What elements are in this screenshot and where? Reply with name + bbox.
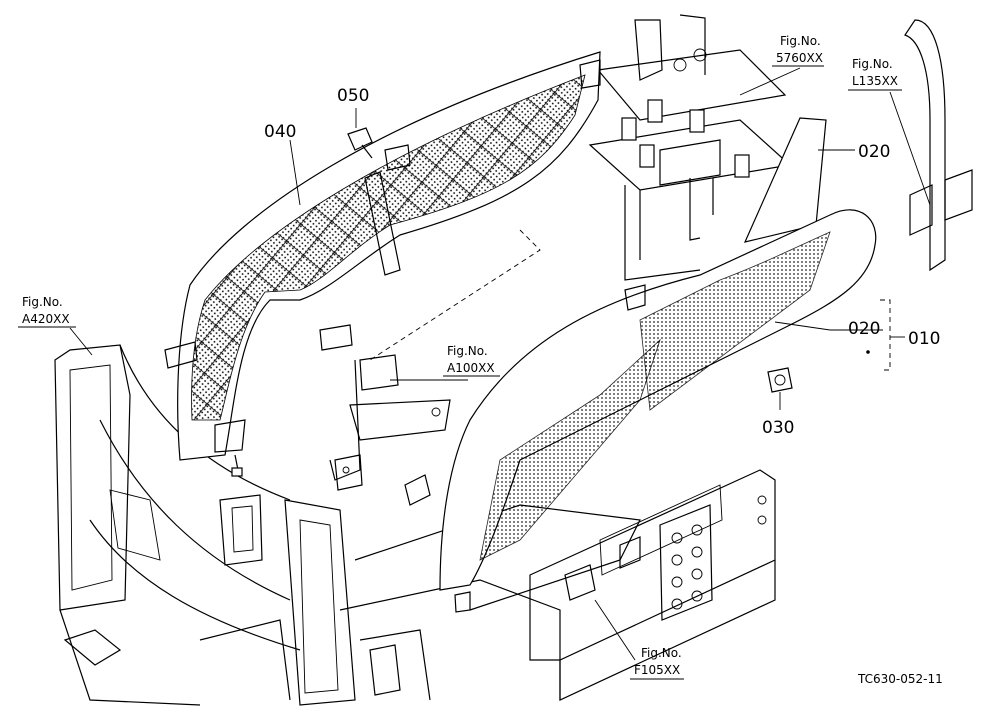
svg-text:Fig.No.: Fig.No. (22, 295, 63, 309)
fig-ref-a420xx: Fig.No. A420XX (18, 295, 76, 328)
lower-frame-rail (529, 469, 776, 701)
svg-text:F105XX: F105XX (634, 663, 680, 677)
svg-text:Fig.No.: Fig.No. (852, 57, 893, 71)
svg-text:A100XX: A100XX (447, 361, 495, 375)
bolt-030 (767, 367, 793, 393)
label-020-top: 020 (858, 142, 890, 162)
right-pillar (904, 19, 973, 272)
fig-ref-a100xx: Fig.No. A100XX (443, 344, 500, 377)
drawing-code: TC630-052-11 (857, 672, 943, 686)
svg-text:A420XX: A420XX (22, 312, 70, 326)
bracket-assembly (588, 14, 792, 281)
fig-ref-f105xx: Fig.No. F105XX (630, 646, 684, 680)
mid-bracket (319, 324, 451, 491)
label-010: 010 (908, 329, 940, 349)
label-020-group: 020 (848, 319, 880, 339)
svg-text:Fig.No.: Fig.No. (447, 344, 488, 358)
side-cover-010 (404, 209, 877, 613)
svg-text:Fig.No.: Fig.No. (641, 646, 682, 660)
leader-lines (69, 67, 931, 661)
svg-text:Fig.No.: Fig.No. (780, 34, 821, 48)
label-040: 040 (264, 122, 296, 142)
svg-text:5760XX: 5760XX (776, 51, 823, 65)
label-030: 030 (762, 418, 794, 438)
fig-ref-5760xx: Fig.No. 5760XX (772, 34, 824, 67)
clip-050 (347, 108, 373, 159)
svg-text:L135XX: L135XX (852, 74, 898, 88)
front-grille-040 (164, 51, 601, 477)
label-050: 050 (337, 86, 369, 106)
fig-ref-l135xx: Fig.No. L135XX (848, 57, 902, 91)
